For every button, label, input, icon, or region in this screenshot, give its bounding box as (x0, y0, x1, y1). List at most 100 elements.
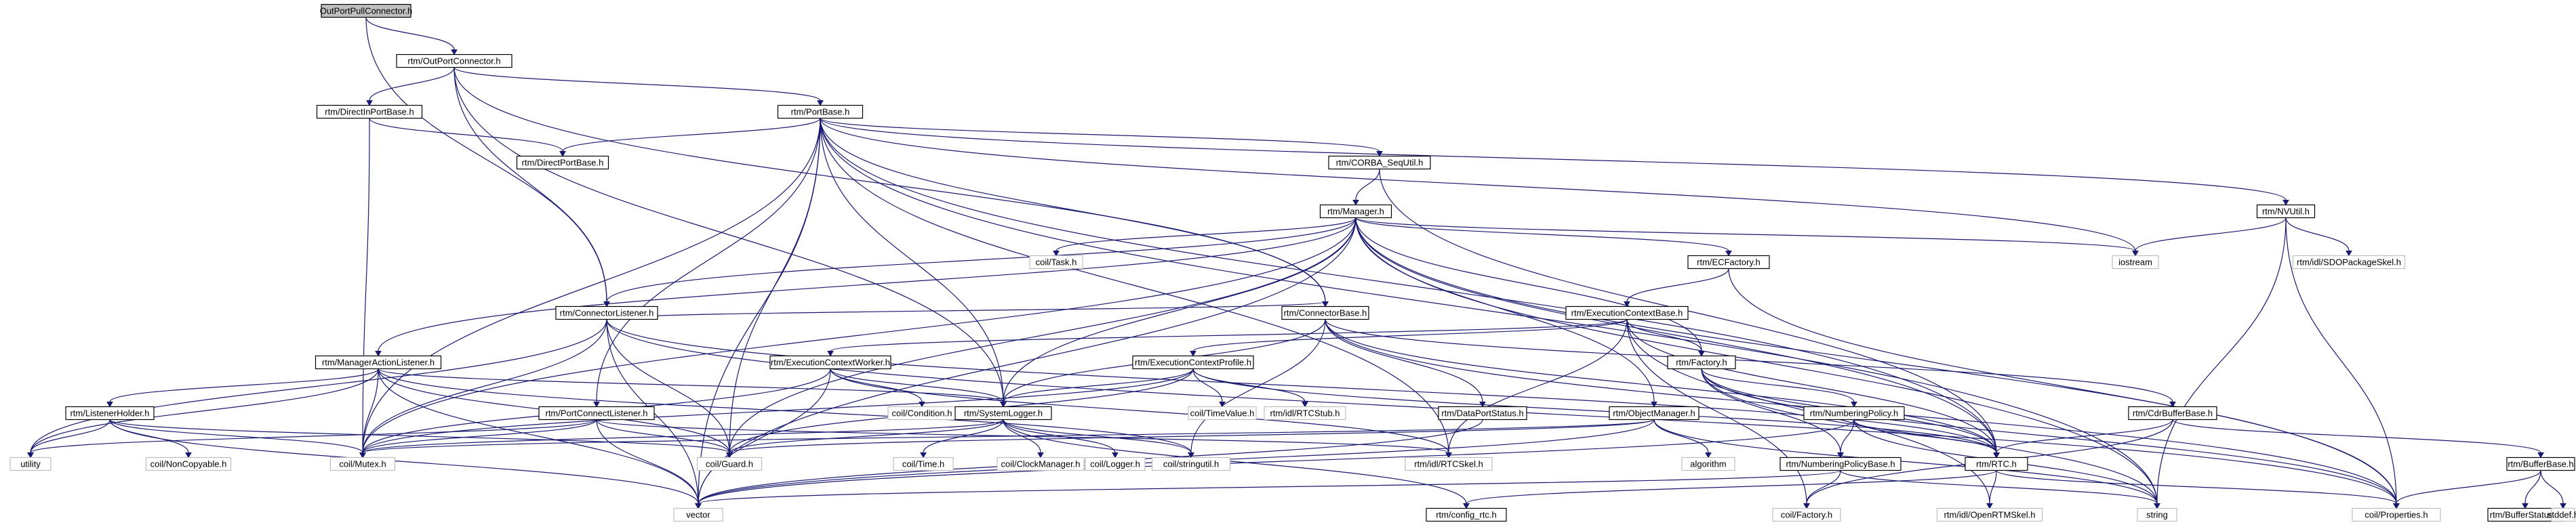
node-conn-base[interactable]: rtm/ConnectorBase.h (1281, 305, 1369, 320)
node-corba-sequtil[interactable]: rtm/CORBA_SeqUtil.h (1328, 155, 1431, 170)
node-manager[interactable]: rtm/Manager.h (1319, 204, 1392, 219)
dependency-edge (596, 419, 733, 459)
dependency-edge (593, 118, 821, 408)
node-mal[interactable]: rtm/ManagerActionListener.h (315, 355, 442, 370)
node-noncopyable: coil/NonCopyable.h (145, 456, 232, 471)
node-config-rtc[interactable]: rtm/config_rtc.h (1426, 507, 1507, 522)
node-label: rtm/Manager.h (1327, 207, 1384, 217)
dependency-edge (2132, 217, 2287, 257)
node-listener-holder[interactable]: rtm/ListenerHolder.h (65, 406, 155, 421)
node-label: utility (20, 459, 41, 469)
dependency-edge (378, 368, 1007, 408)
node-direct-inport-base[interactable]: rtm/DirectInPortBase.h (316, 104, 423, 119)
node-label: coil/NonCopyable.h (150, 459, 227, 469)
node-numpolicy[interactable]: rtm/NumberingPolicy.h (1803, 406, 1905, 421)
dependency-edge (366, 67, 455, 106)
node-label: iostream (2118, 257, 2152, 268)
node-label: rtm/CORBA_SeqUtil.h (1336, 158, 1424, 168)
node-factory[interactable]: rtm/Factory.h (1667, 355, 1736, 370)
node-label: coil/Time.h (902, 459, 944, 469)
dependency-edge (27, 419, 597, 459)
node-label: rtm/DataPortStatus.h (1441, 408, 1523, 419)
node-objmanager[interactable]: rtm/ObjectManager.h (1609, 406, 1699, 421)
node-cdrbufferbase[interactable]: rtm/CdrBufferBase.h (2128, 406, 2217, 421)
node-logger: coil/Logger.h (1085, 456, 1146, 471)
node-openrtm-skel: rtm/idl/OpenRTMSkel.h (1936, 507, 2043, 522)
dependency-edge (1053, 217, 1356, 257)
node-ec-worker[interactable]: rtm/ExecutionContextWorker.h (769, 355, 891, 370)
dependency-edge (1653, 419, 1712, 459)
node-timevalue: coil/TimeValue.h (1188, 406, 1257, 421)
dependency-edge (359, 319, 607, 459)
dependency-edge (1728, 268, 2400, 509)
node-label: rtm/NumberingPolicyBase.h (1786, 459, 1895, 469)
node-label: rtm/ExecutionContextBase.h (1571, 308, 1683, 318)
dependency-edge (369, 118, 566, 157)
node-direct-portbase[interactable]: rtm/DirectPortBase.h (516, 155, 609, 170)
node-stringutil: coil/stringutil.h (1151, 456, 1231, 471)
node-properties: coil/Properties.h (2352, 507, 2441, 522)
node-label: coil/Logger.h (1090, 459, 1140, 469)
node-clockmanager: coil/ClockManager.h (997, 456, 1085, 471)
dependency-edge (1993, 419, 2173, 459)
node-bufferbase[interactable]: rtm/BufferBase.h (2506, 456, 2575, 471)
node-label: rtm/BufferBase.h (2508, 459, 2573, 469)
node-ecfactory[interactable]: rtm/ECFactory.h (1687, 255, 1770, 270)
node-portbase[interactable]: rtm/PortBase.h (777, 104, 864, 119)
node-label: rtm/ManagerActionListener.h (322, 358, 435, 368)
dependency-edge (820, 118, 2139, 257)
dependency-edge (726, 419, 1004, 459)
dependency-edge (1803, 470, 1841, 509)
node-pc-listener[interactable]: rtm/PortConnectListener.h (538, 406, 655, 421)
dependency-edge (820, 118, 2289, 206)
node-label: rtm/BufferStatus.h (2490, 510, 2561, 520)
node-syslogger[interactable]: rtm/SystemLogger.h (954, 406, 1052, 421)
node-label: coil/Factory.h (1781, 510, 1832, 520)
node-label: rtm/PortConnectListener.h (545, 408, 647, 419)
dependency-edge (359, 419, 597, 459)
dependency-edge (1840, 469, 2160, 509)
dependency-edge (1445, 319, 1628, 459)
dependency-edge (1701, 368, 1857, 408)
dependency-edge (2393, 470, 2541, 509)
dependency-edge (378, 368, 702, 509)
node-label: coil/Condition.h (892, 408, 952, 419)
node-ec-base[interactable]: rtm/ExecutionContextBase.h (1565, 305, 1689, 320)
node-label: rtm/PortBase.h (791, 107, 850, 117)
node-label: rtm/ExecutionContextProfile.h (1135, 358, 1251, 368)
node-bufferstatus[interactable]: rtm/BufferStatus.h (2487, 507, 2563, 522)
dependency-edge (1624, 268, 1729, 307)
node-outport-connector[interactable]: rtm/OutPortConnector.h (396, 54, 512, 68)
dependency-edge (454, 66, 824, 106)
node-dataportstatus[interactable]: rtm/DataPortStatus.h (1438, 406, 1527, 421)
dependency-edge (726, 419, 1655, 459)
dependency-edge (1837, 419, 1855, 459)
node-label: rtm/OutPortConnector.h (407, 56, 500, 66)
node-label: rtm/idl/RTCStub.h (1270, 408, 1340, 419)
dependency-edge (359, 419, 1655, 459)
node-nvutil[interactable]: rtm/NVUtil.h (2256, 204, 2316, 219)
node-rtc[interactable]: rtm/RTC.h (1965, 456, 2028, 471)
dependency-edge (820, 118, 2160, 509)
node-label: rtm/NVUtil.h (2262, 207, 2310, 217)
node-label: rtm/ObjectManager.h (1613, 408, 1695, 419)
node-label: coil/stringutil.h (1163, 459, 1219, 469)
node-label: rtm/config_rtc.h (1436, 510, 1497, 520)
node-root[interactable]: OutPortPullConnector.h (320, 3, 413, 18)
node-condition: coil/Condition.h (887, 406, 957, 421)
dependency-edge (1355, 217, 2139, 257)
node-label: string (2146, 510, 2168, 520)
dependency-edge (375, 217, 1356, 357)
node-ec-profile[interactable]: rtm/ExecutionContextProfile.h (1132, 355, 1254, 370)
dependency-edge (559, 118, 821, 157)
node-label: coil/TimeValue.h (1190, 408, 1255, 419)
dependency-edge (2522, 470, 2541, 509)
node-label: stddef.h (2548, 510, 2576, 520)
node-numpolicybase[interactable]: rtm/NumberingPolicyBase.h (1779, 456, 1901, 471)
node-conn-listener[interactable]: rtm/ConnectorListener.h (555, 305, 658, 320)
edges-layer (27, 17, 2567, 509)
node-label: rtm/SystemLogger.h (964, 408, 1043, 419)
dependency-edge (1325, 319, 2176, 408)
dependency-edge (1192, 368, 1308, 408)
